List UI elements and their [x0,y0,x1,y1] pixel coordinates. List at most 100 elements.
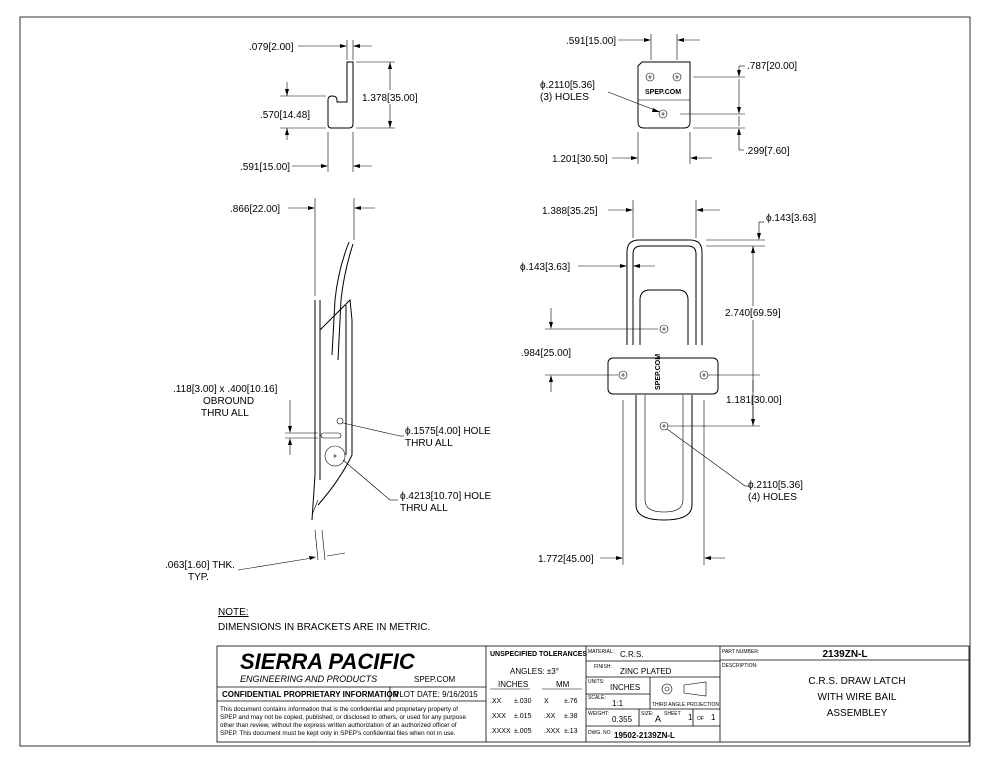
keeper-hole-3 [658,109,668,119]
tol-mm-label: MM [556,680,570,689]
title-block: SIERRA PACIFIC ENGINEERING AND PRODUCTS … [216,645,970,743]
tolerances-title: UNSPECIFIED TOLERANCES [490,651,587,658]
svg-text:.XXX: .XXX [490,713,506,720]
dim-keeper-offset: .299[7.60] [745,146,790,157]
hole-small-side [336,417,344,425]
units-value: INCHES [610,683,640,692]
thickness-note: TYP. [188,572,209,583]
description-line-1: C.R.S. DRAW LATCH [808,676,905,687]
hole-large-note: THRU ALL [400,503,448,514]
projection-cone-icon [683,681,707,697]
dim-keeper-height: 1.378[35.00] [362,93,418,104]
dwg-number: 19502-2139ZN-L [614,731,675,740]
dim-wire-dia-left: ϕ.143[3.63] [520,262,570,273]
svg-text:.XX: .XX [490,698,502,705]
keeper-front-profile [637,61,691,129]
latch-logo: SPEP.COM [655,354,662,390]
part-number: 2139ZN-L [822,649,867,660]
confidential-label: CONFIDENTIAL PROPRIETARY INFORMATION [222,690,399,699]
size-value: A [655,714,661,724]
obround-slot [320,432,342,439]
dim-keeper-thickness: .079[2.00] [249,42,294,53]
finish-label: FINISH: [594,664,612,670]
sheet-value: 1 [688,713,693,722]
finish-value: ZINC PLATED [620,667,672,676]
disclaimer-line-2: SPEP and may not be copied, published, o… [220,714,466,721]
svg-text:.XXXX: .XXXX [490,728,511,735]
keeper-logo: SPEP.COM [645,89,681,96]
of-label: OF [697,716,704,722]
dim-hole-large: ϕ.4213[10.70] HOLE [400,491,492,502]
dim-bail-width: 1.388[35.25] [542,206,598,217]
base-plate [607,357,719,395]
tol-row: .XX ±.030 X ±.76 [490,698,578,705]
weight-value: 0.355 [612,715,633,724]
part-number-label: PART NUMBER: [722,649,759,655]
svg-text:±.015: ±.015 [514,713,532,720]
latch-plate-side [311,300,316,521]
material-value: C.R.S. [620,650,644,659]
weight-label: WEIGHT: [588,711,609,717]
disclaimer-line-3: other than review, without the express w… [220,722,457,729]
svg-text:±.13: ±.13 [564,728,578,735]
dim-latch-overall: 1.772[45.00] [538,554,594,565]
description-line-3: ASSEMBLEY [827,708,888,719]
dim-keeper-hook: .570[14.48] [260,110,310,121]
hole-small-note: THRU ALL [405,438,453,449]
keeper-side-profile [327,61,354,129]
svg-text:.XX: .XX [544,713,556,720]
latch-side-view: .866[22.00] .118[3.00] x .400[10.16] OBR… [165,198,492,583]
dim-keeper-overall: 1.201[30.50] [552,154,608,165]
tol-row: .XXX ±.015 .XX ±.38 [490,713,578,720]
scale-label: SCALE: [588,695,606,701]
dim-latch-length: 2.740[69.59] [725,308,781,319]
slot-note-thru: THRU ALL [201,408,249,419]
company-name: SIERRA PACIFIC [240,649,416,674]
dim-keeper-hole-spacing: .787[20.00] [747,61,797,72]
dim-thickness: .063[1.60] THK. [165,560,235,571]
note-title: NOTE: [218,607,249,618]
dim-hole-small: ϕ.1575[4.00] HOLE [405,426,491,437]
pivot-mark [659,324,669,334]
hole-large-side [324,445,346,467]
svg-text:.XXX: .XXX [544,728,560,735]
svg-text:±.76: ±.76 [564,698,578,705]
keeper-hole-count: (3) HOLES [540,92,589,103]
keeper-hole-2 [672,72,682,82]
company-website: SPEP.COM [414,675,456,684]
tol-inches-label: INCHES [498,680,528,689]
wire-bail [626,239,703,345]
description-line-2: WITH WIRE BAIL [818,692,897,703]
latch-front-view: SPEP.COM 1.388[35.25] ϕ.143[3.63] ϕ.143[… [520,200,816,565]
lever-body [639,289,689,345]
note-text: DIMENSIONS IN BRACKETS ARE IN METRIC. [218,622,430,633]
dwg-label: DWG. NO. [588,730,612,736]
svg-text:±.030: ±.030 [514,698,532,705]
dim-latch-depth: .866[22.00] [230,204,280,215]
svg-text:X: X [544,698,549,705]
dim-wire-dia-top: ϕ.143[3.63] [766,213,816,224]
dim-keeper-hole-dia: ϕ.2110[5.36] [540,80,595,91]
projection-label: THIRD ANGLE PROJECTION [652,702,719,708]
keeper-hole-1 [645,72,655,82]
plot-date: PLOT DATE: 9/16/2015 [394,690,478,699]
sheet-label: SHEET [664,711,681,717]
scale-value: 1:1 [612,699,624,708]
plate-hole-left [618,370,628,380]
sheet-border [19,16,971,747]
svg-text:±.38: ±.38 [564,713,578,720]
keeper-front-view: SPEP.COM .591[15.00] .787[20.00] ϕ.2110[… [540,34,797,165]
company-subtitle: ENGINEERING AND PRODUCTS [240,674,377,684]
sheet-total: 1 [711,713,716,722]
disclaimer-line-1: This document contains information that … [220,706,458,713]
dim-latch-hole-dia: ϕ.2110[5.36] [748,480,803,491]
dim-latch-offset: .984[25.00] [521,348,571,359]
units-label: UNITS: [588,679,604,685]
description-label: DESCRIPTION: [722,663,758,669]
keeper-side-view: .079[2.00] 1.378[35.00] .570[14.48] .591… [240,40,418,173]
dim-keeper-width: .591[15.00] [240,162,290,173]
material-label: MATERIAL: [588,649,614,655]
dim-latch-lower: 1.181[30.00] [726,395,782,406]
dim-slot-size: .118[3.00] x .400[10.16] [173,384,278,395]
